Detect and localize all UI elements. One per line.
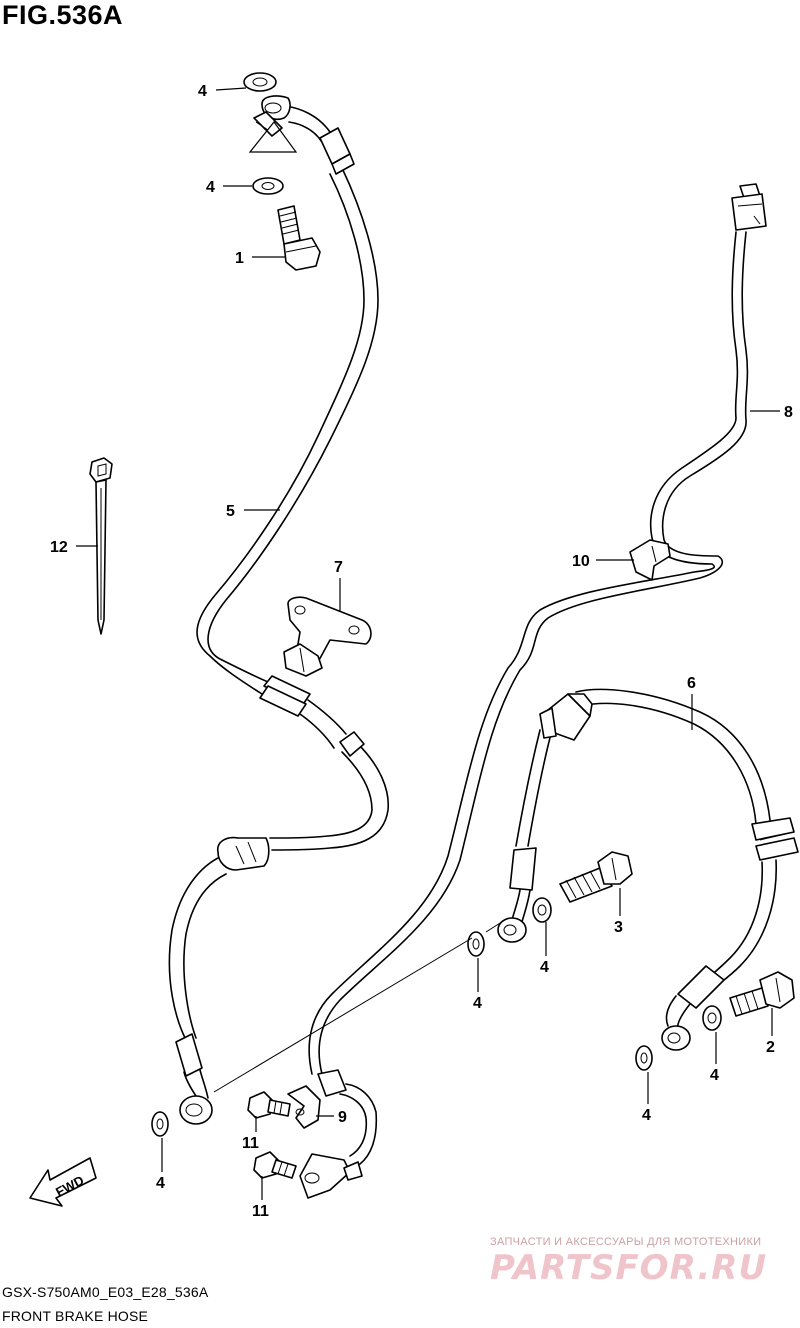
lead-clip xyxy=(629,539,671,581)
callout-screw: 11 xyxy=(252,1203,269,1220)
callout-bolt-top: 1 xyxy=(235,250,244,267)
callout-bracket: 7 xyxy=(334,559,343,576)
union-bolt-top xyxy=(277,205,321,271)
callout-washer: 4 xyxy=(642,1107,651,1124)
callout-sensor-lead: 8 xyxy=(784,404,793,421)
washer-top-upper xyxy=(243,72,277,92)
callout-sensor-clamp: 9 xyxy=(338,1109,347,1126)
union-bolt-right xyxy=(729,971,795,1017)
callout-washer: 4 xyxy=(473,995,482,1012)
wheel-speed-sensor-lead xyxy=(299,183,767,1199)
callout-screw: 11 xyxy=(242,1135,259,1152)
callout-bolt-right: 2 xyxy=(766,1039,775,1056)
model-code: GSX-S750AM0_E03_E28_536A xyxy=(2,1284,209,1300)
callout-labels: 4 4 1 5 12 7 8 10 6 3 4 4 2 4 4 4 9 11 1… xyxy=(50,83,793,1220)
callout-washer: 4 xyxy=(206,179,215,196)
callout-washer: 4 xyxy=(710,1067,719,1084)
right-brake-hose xyxy=(497,688,799,1051)
upper-brake-hose xyxy=(168,95,390,1125)
callout-washer: 4 xyxy=(156,1175,165,1192)
cable-tie xyxy=(89,457,113,635)
leader-lines xyxy=(76,87,780,1200)
watermark-caption: ЗАПЧАСТИ И АКСЕССУАРЫ ДЛЯ МОТОТЕХНИКИ xyxy=(490,1236,762,1248)
callout-bolt-center: 3 xyxy=(614,919,623,936)
callout-hose-upper: 5 xyxy=(226,503,235,520)
washer-top-lower xyxy=(252,177,284,195)
figure-title: FIG.536A xyxy=(2,0,124,30)
washer-center-left xyxy=(467,931,485,957)
forward-direction-arrow-icon: FWD xyxy=(29,1157,97,1207)
screw-lower xyxy=(253,1151,297,1179)
hose-bracket xyxy=(283,596,372,677)
washer-center xyxy=(532,897,552,923)
diagram-caption: FRONT BRAKE HOSE xyxy=(2,1308,149,1324)
washer-right xyxy=(702,1005,722,1031)
union-bolt-center xyxy=(559,851,633,903)
callout-washer: 4 xyxy=(198,83,207,100)
screw-upper xyxy=(247,1091,291,1119)
callout-washer: 4 xyxy=(540,959,549,976)
callout-lead-clamp: 10 xyxy=(572,553,590,570)
washer-right-lower xyxy=(635,1045,653,1071)
callout-hose-right: 6 xyxy=(687,675,696,692)
sensor-lead-clamp xyxy=(287,1085,321,1129)
callout-cable-tie: 12 xyxy=(50,539,68,556)
watermark-logo: PARTSFOR.RU xyxy=(490,1248,768,1288)
washer-left xyxy=(151,1111,169,1137)
